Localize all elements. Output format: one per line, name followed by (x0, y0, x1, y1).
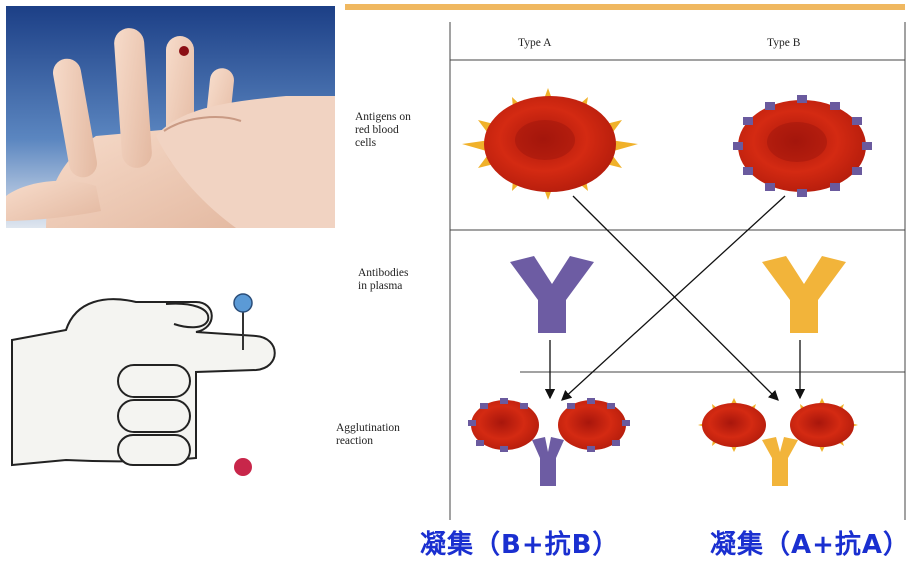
caption-agglutination-b: 凝集（B+抗B） (420, 530, 620, 560)
type-a-red-blood-cell (462, 88, 638, 200)
anti-b-antibody (510, 256, 594, 333)
row-label-agglutination: Agglutination reaction (336, 422, 400, 447)
agglutination-b-anti-b (468, 398, 630, 486)
anti-a-antibody (762, 256, 846, 333)
agglutination-a-anti-a (698, 398, 858, 486)
caption-agglutination-a: 凝集（A+抗A） (710, 530, 911, 560)
type-b-red-blood-cell (733, 95, 872, 197)
diagram-grid (449, 22, 906, 520)
arrow-a-to-anti-a (572, 195, 779, 401)
arrow-b-to-anti-b (561, 195, 786, 401)
row-label-antibodies: Antibodies in plasma (358, 267, 409, 292)
row-label-antigens: Antigens on red blood cells (355, 111, 411, 149)
column-header-type-b: Type B (767, 37, 801, 49)
accent-bar (345, 4, 905, 10)
column-header-type-a: Type A (518, 37, 552, 49)
finger-pin-illustration (6, 240, 335, 566)
finger-prick-photo (6, 6, 335, 228)
